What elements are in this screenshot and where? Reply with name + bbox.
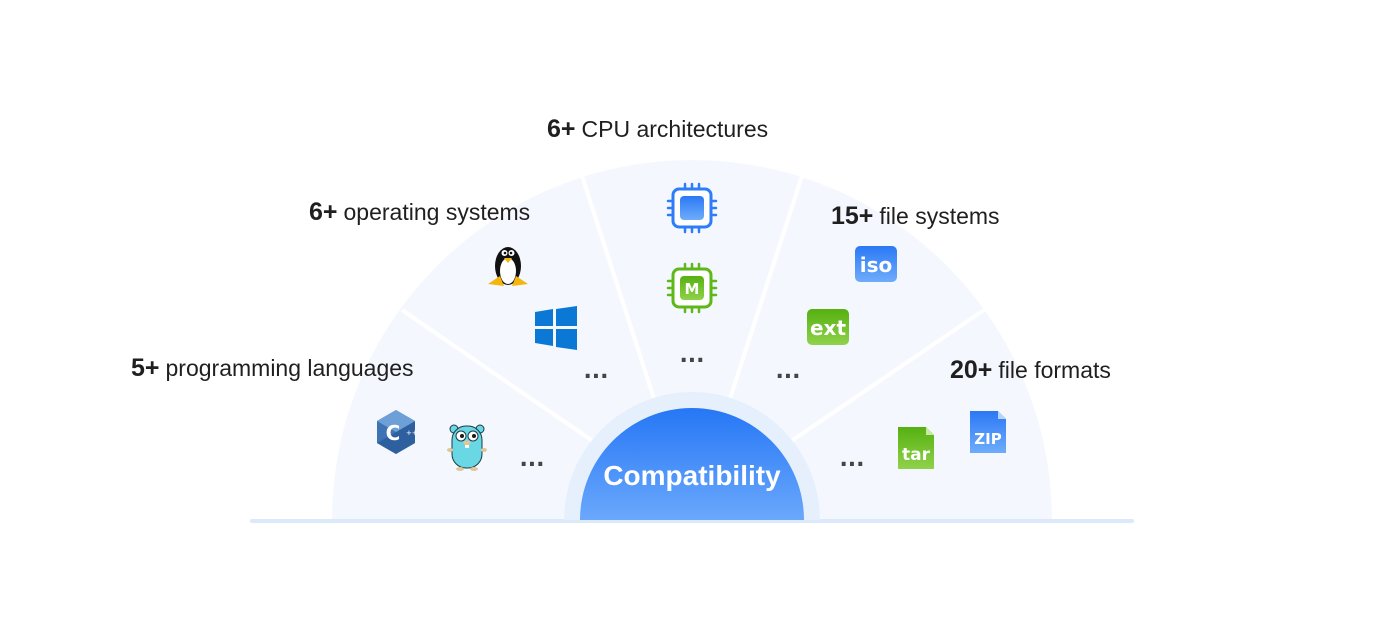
languages-text: programming languages — [165, 355, 414, 381]
linux-tux-icon — [488, 247, 528, 286]
os-text: operating systems — [343, 199, 531, 225]
os-more-ellipsis: ... — [583, 359, 608, 384]
ext-icon: ext — [807, 309, 849, 345]
tar-file-icon-text: tar — [902, 445, 931, 465]
ext-icon-text: ext — [810, 316, 846, 340]
filesystems-more-ellipsis: ... — [775, 359, 800, 384]
cpp-icon: C ++ — [377, 410, 418, 454]
filesystems-count: 15+ — [831, 202, 874, 230]
label-file-formats: 20+file formats — [950, 358, 1111, 383]
languages-more-ellipsis: ... — [519, 447, 544, 472]
zip-file-icon: ZIP — [970, 411, 1006, 453]
formats-more-ellipsis: ... — [839, 447, 864, 472]
label-programming-languages: 5+programming languages — [131, 356, 414, 381]
iso-icon-text: iso — [860, 253, 893, 277]
cpu-more-ellipsis: ... — [679, 343, 704, 368]
languages-count: 5+ — [131, 354, 160, 382]
hub-circle — [580, 408, 804, 520]
sector-dividers — [400, 175, 986, 448]
label-operating-systems: 6+operating systems — [309, 200, 530, 225]
go-gopher-icon — [447, 424, 487, 471]
formats-text: file formats — [998, 357, 1111, 383]
label-cpu-architectures: 6+CPU architectures — [547, 117, 768, 142]
m-chip-icon: M — [666, 262, 718, 314]
cpp-icon-letter: C — [386, 421, 401, 445]
cpu-count: 6+ — [547, 115, 576, 143]
iso-icon: iso — [855, 246, 897, 282]
label-file-systems: 15+file systems — [831, 204, 1000, 229]
zip-file-icon-text: ZIP — [974, 430, 1001, 448]
os-count: 6+ — [309, 198, 338, 226]
center-label: Compatibility — [603, 460, 781, 491]
cpu-text: CPU architectures — [581, 116, 769, 142]
filesystems-text: file systems — [879, 203, 1000, 229]
cpp-icon-plus: ++ — [406, 429, 418, 437]
m-chip-icon-letter: M — [685, 280, 700, 298]
windows-icon — [535, 306, 577, 350]
tar-file-icon: tar — [898, 427, 934, 469]
formats-count: 20+ — [950, 356, 993, 384]
cpu-chip-icon — [666, 182, 718, 234]
